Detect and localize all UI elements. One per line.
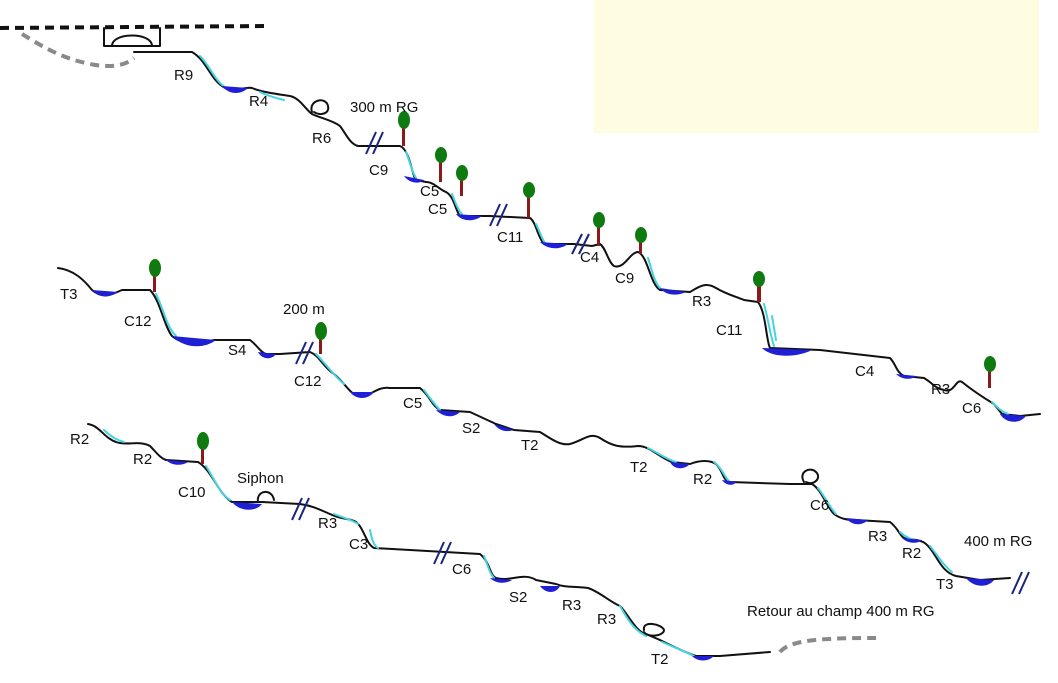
obstacle-label: R2	[693, 471, 712, 488]
tree-anchor-icon	[197, 432, 209, 464]
section-gap-icon	[1011, 571, 1030, 595]
return-annotation: Retour au champ 400 m RG	[747, 603, 935, 620]
obstacle-label: T2	[521, 437, 539, 454]
obstacle-label: T2	[630, 459, 648, 476]
obstacle-label: T3	[936, 576, 954, 593]
obstacle-label: C6	[810, 497, 829, 514]
obstacle-label: T3	[60, 286, 78, 303]
obstacle-label: R3	[597, 611, 616, 628]
obstacle-label: S2	[509, 589, 527, 606]
obstacle-label: R2	[902, 545, 921, 562]
distance-annotation: 300 m RG	[350, 99, 418, 116]
obstacle-label: R3	[562, 597, 581, 614]
obstacle-label: C9	[615, 270, 634, 287]
obstacle-label: C5	[428, 201, 447, 218]
obstacle-label: C10	[178, 484, 206, 501]
obstacle-label: R3	[318, 515, 337, 532]
obstacle-label: C9	[369, 162, 388, 179]
obstacle-label: R3	[868, 528, 887, 545]
section-gap-icon	[433, 541, 452, 565]
canyon-row-3: R2 R2 C10 Siphon R3 C3 C6 S2 R3 R3 T2 Re…	[70, 423, 935, 668]
tree-anchor-icon	[523, 182, 535, 218]
siphon-label: Siphon	[237, 470, 284, 487]
obstacle-label: C6	[452, 561, 471, 578]
tree-anchor-icon	[398, 111, 410, 146]
section-gap-icon	[489, 203, 508, 227]
obstacle-label: R9	[174, 67, 193, 84]
obstacle-label: R2	[133, 451, 152, 468]
obstacle-label: R2	[70, 431, 89, 448]
road-dashed-line	[0, 24, 266, 30]
tree-anchor-icon	[593, 212, 605, 246]
canyon-row-1: R9 R4 R6 300 m RG C9 C5 C5 C11 C4 C9 R3 …	[133, 51, 1041, 422]
obstacle-label: C4	[580, 249, 599, 266]
obstacle-label: S4	[228, 342, 246, 359]
tree-anchor-icon	[435, 147, 447, 182]
approach-path-dashed	[20, 32, 136, 68]
tree-anchor-icon	[753, 271, 765, 302]
obstacle-label: C12	[124, 313, 152, 330]
obstacle-label: C3	[349, 536, 368, 553]
obstacle-label: R6	[312, 130, 331, 147]
tree-anchor-icon	[635, 227, 647, 254]
siphon-icon	[256, 491, 275, 503]
distance-annotation: 400 m RG	[964, 533, 1032, 550]
tree-anchor-icon	[984, 356, 996, 388]
overhang-icon	[801, 468, 820, 484]
canyon-row-2: T3 C12 S4 200 m C12 C5 S2 T2 T2 R2 C6 R3…	[57, 259, 1032, 595]
obstacle-label: R3	[692, 293, 711, 310]
obstacle-label: C5	[403, 395, 422, 412]
distance-annotation: 200 m	[283, 301, 325, 318]
overhang-icon	[310, 99, 330, 115]
exit-path-dashed	[778, 636, 877, 654]
section-gap-icon	[571, 233, 590, 255]
tree-anchor-icon	[149, 259, 161, 292]
obstacle-label: S2	[462, 420, 480, 437]
note-box	[594, 0, 1039, 133]
obstacle-label: C11	[716, 322, 742, 339]
section-gap-icon	[291, 497, 310, 521]
overhang-icon	[642, 623, 665, 637]
obstacle-label: R4	[249, 93, 268, 110]
obstacle-label: C4	[855, 363, 874, 380]
bridge-icon	[103, 27, 161, 47]
obstacle-label: C12	[294, 373, 322, 390]
obstacle-label: C11	[497, 229, 523, 246]
obstacle-label: C5	[420, 183, 439, 200]
obstacle-label: C6	[962, 400, 981, 417]
tree-anchor-icon	[456, 165, 468, 196]
obstacle-label: T2	[651, 651, 669, 668]
tree-anchor-icon	[315, 322, 327, 354]
obstacle-label: R3	[931, 381, 950, 398]
section-gap-icon	[295, 341, 314, 365]
section-gap-icon	[365, 131, 384, 155]
